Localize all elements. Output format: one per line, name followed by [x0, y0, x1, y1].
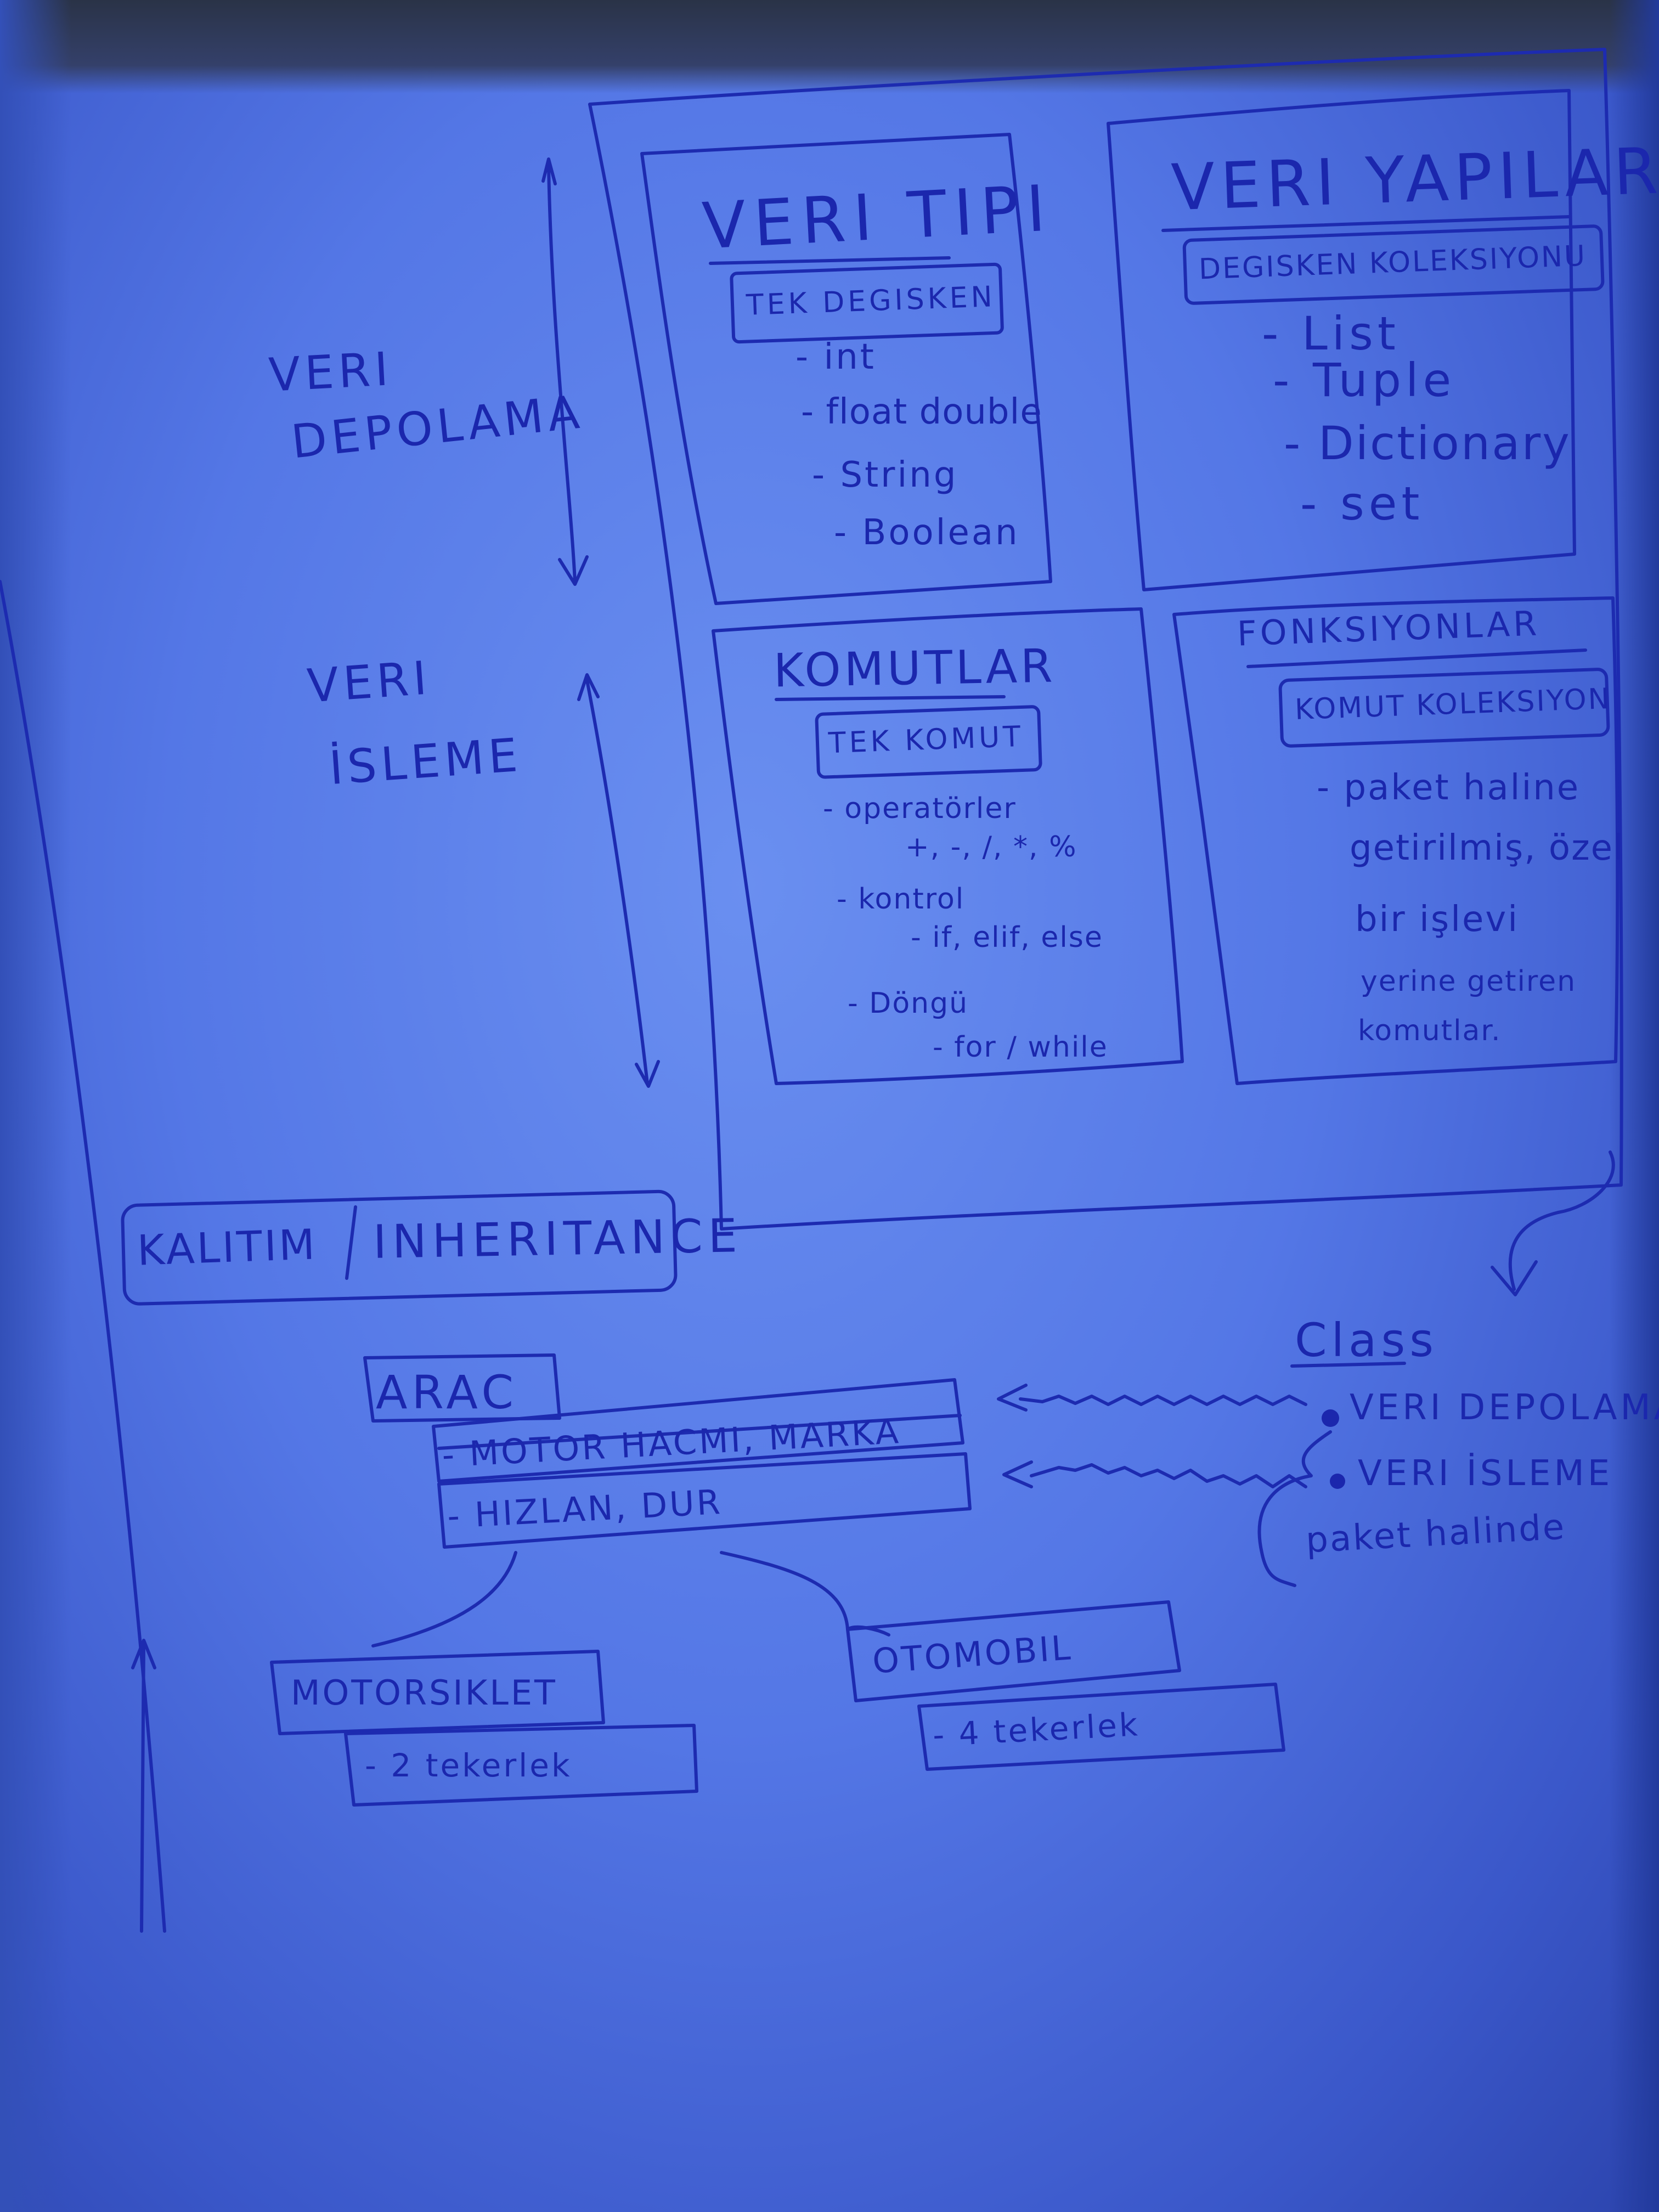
- margin-line: [0, 580, 166, 1933]
- fonksiyonlar-tag-box: [1278, 668, 1610, 748]
- veri-tipi-underline: [709, 256, 951, 265]
- outer-frame: [588, 48, 1623, 1231]
- veri-tipi-border: [640, 133, 1052, 605]
- komutlar-tag-box: [815, 705, 1042, 779]
- komutlar-underline: [775, 695, 1006, 701]
- otomobil-attr-box: [917, 1683, 1285, 1771]
- branch-otomobil: [720, 1551, 890, 1637]
- kalitim-label: KALITIM: [136, 1220, 318, 1275]
- motorsiklet-attr-box: [344, 1724, 698, 1807]
- inheritance-divider: [345, 1205, 357, 1280]
- komutlar-item: - if, elif, else: [911, 921, 1103, 954]
- inheritance-box: [121, 1189, 678, 1306]
- margin-arrow: [131, 1639, 156, 1933]
- page-right-shadow: [1610, 0, 1659, 2212]
- fonksiyonlar-underline: [1246, 648, 1587, 668]
- background-dark-edge: [0, 0, 1659, 93]
- fonksiyonlar-line: komutlar.: [1358, 1014, 1502, 1047]
- fonksiyonlar-line: - paket haline: [1317, 768, 1581, 808]
- fonksiyonlar-line: getirilmiş, özel: [1350, 828, 1624, 868]
- komutlar-border: [712, 607, 1184, 1085]
- class-bullet-1: [1322, 1409, 1339, 1427]
- arac-title-box: [363, 1353, 561, 1423]
- fonksiyonlar-line: yerine getiren: [1361, 965, 1577, 998]
- fonksiyonlar-border: [1172, 596, 1620, 1085]
- veri-yapilari-item: - List: [1262, 307, 1400, 360]
- page-left-shadow: [0, 0, 71, 2212]
- veri-tipi-tag-box: [730, 262, 1004, 344]
- veri-isleme-label-line1: VERI: [305, 651, 433, 713]
- class-isleme-arrow: [1002, 1460, 1307, 1488]
- otomobil-title-box: [846, 1600, 1181, 1702]
- veri-yapilari-item: - Tuple: [1273, 353, 1456, 407]
- komutlar-item: +, -, /, *, %: [905, 831, 1077, 864]
- komutlar-item: - operatörler: [823, 792, 1017, 825]
- veri-yapilari-underline: [1161, 215, 1571, 232]
- motorsiklet-attr: - 2 tekerlek: [365, 1747, 572, 1784]
- motorsiklet-title-box: [270, 1650, 605, 1735]
- komutlar-item: - Döngü: [848, 987, 969, 1020]
- frame-to-class-arrow: [1491, 1150, 1615, 1296]
- arac-attr-box: [432, 1378, 964, 1483]
- veri-tipi-item: - Boolean: [834, 512, 1020, 553]
- veri-yapilari-item: - set: [1300, 477, 1424, 531]
- komutlar-item: - kontrol: [837, 883, 965, 916]
- veri-tipi-item: - int: [795, 337, 876, 377]
- veri-tipi-item: - String: [812, 455, 958, 495]
- veri-yapilari-tag-box: [1182, 224, 1605, 305]
- komutlar-item: - for / while: [933, 1031, 1108, 1064]
- depolama-arrow: [541, 157, 589, 586]
- isleme-arrow: [577, 673, 660, 1088]
- komutlar-tag: TEK KOMUT: [828, 720, 1025, 760]
- class-bullet-2: [1330, 1474, 1345, 1489]
- class-title-underline: [1290, 1362, 1406, 1368]
- inheritance-label: INHERITANCE: [373, 1209, 743, 1269]
- arac-attr-line: [437, 1414, 962, 1450]
- class-item: VERI DEPOLAMA: [1350, 1387, 1659, 1428]
- fonksiyonlar-line: bir işlevi: [1355, 899, 1519, 940]
- class-brace: [1257, 1430, 1332, 1587]
- veri-yapilari-item: - Dictionary: [1284, 416, 1571, 470]
- branch-motorsiklet: [371, 1551, 517, 1647]
- veri-depolama-label-line1: VERI: [267, 342, 394, 402]
- motorsiklet-title: MOTORSIKLET: [291, 1673, 557, 1713]
- class-item: VERI İSLEME: [1358, 1453, 1613, 1494]
- class-title: Class: [1295, 1313, 1438, 1367]
- arac-title: ARAC: [376, 1365, 518, 1419]
- arac-method-box: [437, 1452, 972, 1549]
- komutlar-title: KOMUTLAR: [773, 639, 1057, 698]
- veri-tipi-item: - float double: [801, 392, 1042, 432]
- class-depolama-arrow: [997, 1384, 1307, 1412]
- veri-yapilari-border: [1107, 89, 1576, 591]
